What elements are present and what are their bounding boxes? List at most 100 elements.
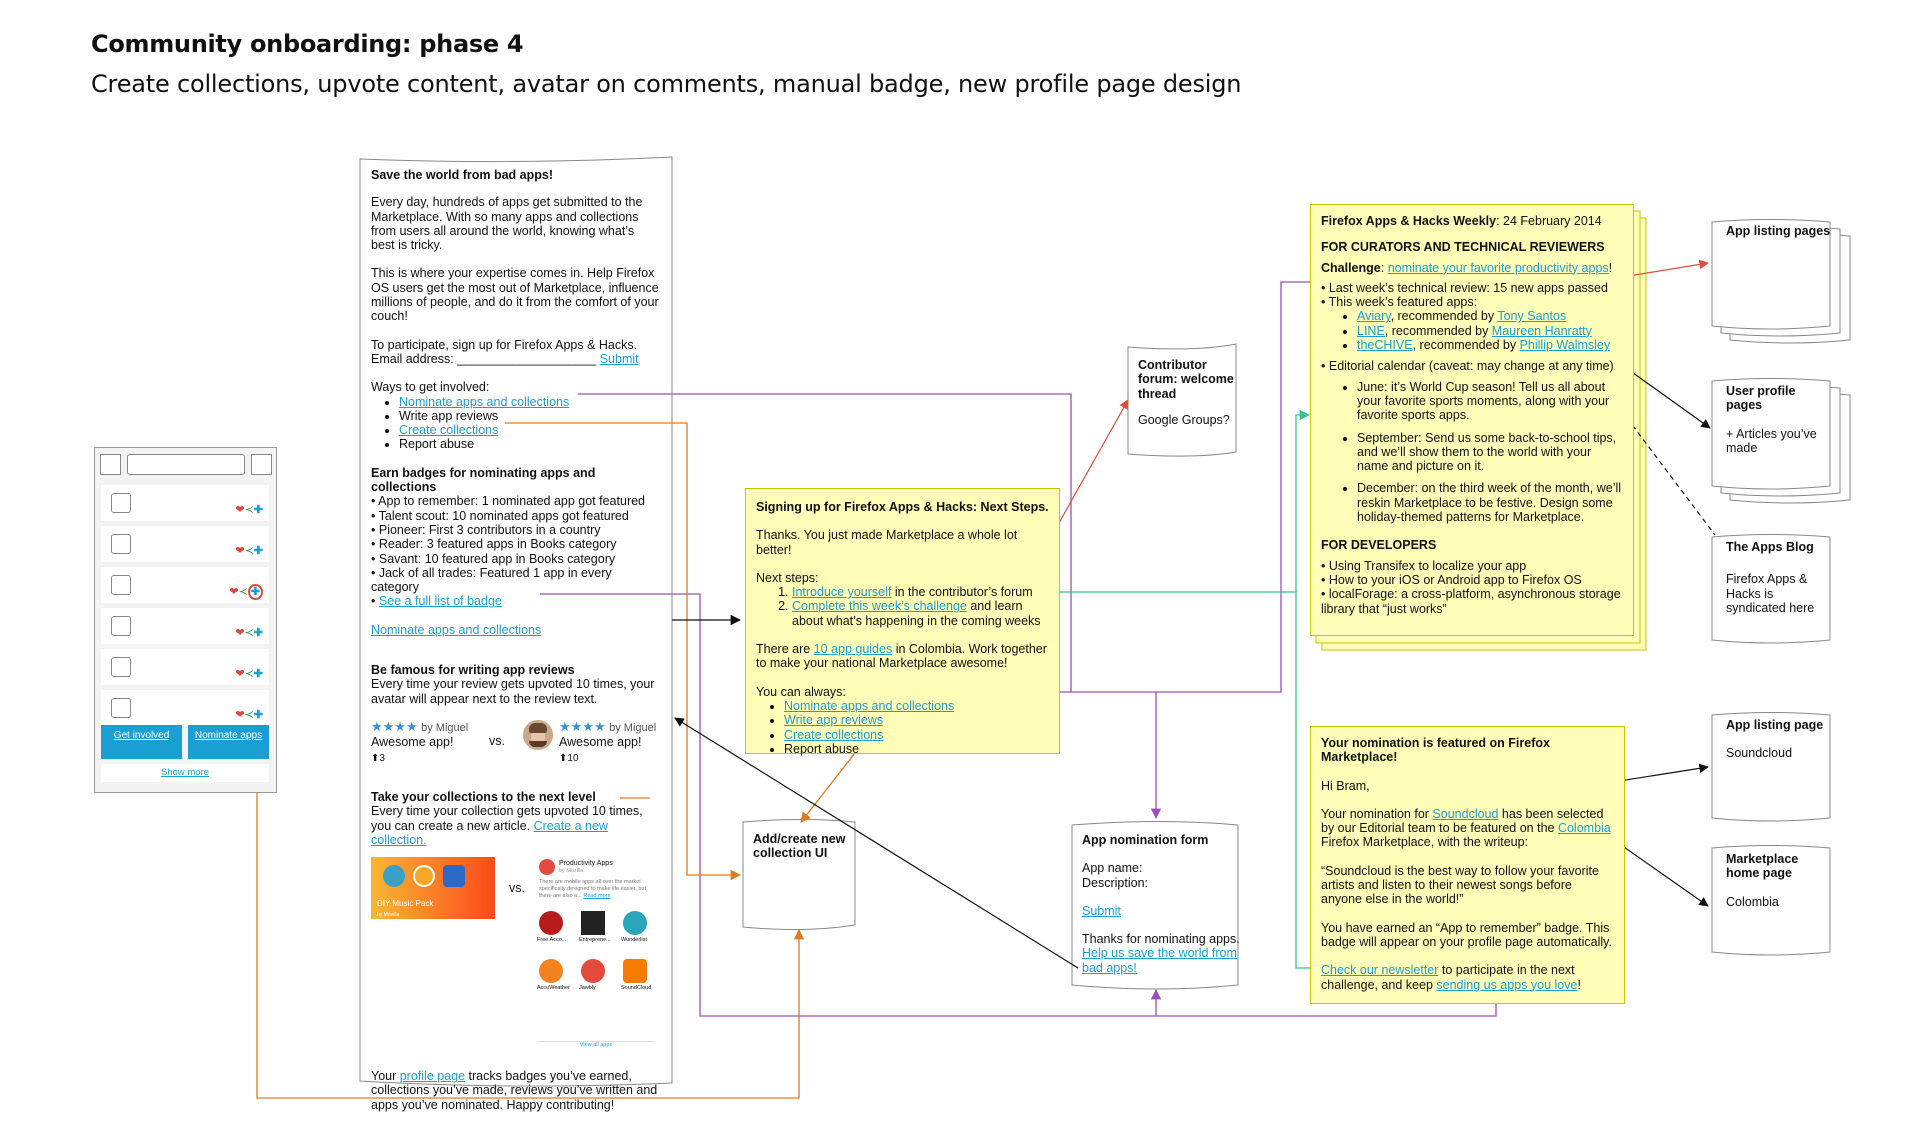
ways-heading: Ways to get involved: — [371, 380, 490, 395]
newsletter-link[interactable]: Check our newsletter — [1321, 963, 1439, 978]
show-more-link[interactable]: Show more — [160, 767, 210, 778]
app-listing-stack — [1711, 219, 1851, 344]
share-icon[interactable]: ≺ — [244, 545, 254, 557]
share-icon[interactable]: ≺ — [244, 709, 254, 721]
ways-nominate-link[interactable]: Nominate apps and collections — [399, 394, 570, 409]
weekly-list: Last week’s technical review: 15 new app… — [1321, 281, 1623, 310]
recommender-link[interactable]: Phillip Walmsley — [1519, 338, 1611, 353]
plus-icon-highlighted[interactable]: ✚ — [247, 584, 263, 600]
submit-link[interactable]: Submit — [599, 351, 639, 366]
upvote-count[interactable]: ⬆10 — [559, 752, 579, 764]
featured-app-link[interactable]: Aviary — [1357, 309, 1391, 324]
productivity-challenge-link[interactable]: nominate your favorite productivity apps — [1387, 260, 1609, 275]
featured-app-link[interactable]: theCHIVE — [1357, 338, 1413, 353]
list-item[interactable]: ❤≺✚ — [101, 485, 269, 521]
upvote-count[interactable]: ⬆3 — [371, 752, 385, 764]
app-icon[interactable] — [539, 911, 563, 936]
calendar-item: June: it’s World Cup season! Tell us all… — [1357, 380, 1623, 423]
signup-thanks: Thanks. You just made Marketplace a whol… — [756, 528, 1018, 557]
productivity-collection-card[interactable]: Productivity Apps by Mozilla There are m… — [537, 855, 655, 1056]
heart-icon[interactable]: ❤ — [235, 627, 245, 639]
heart-icon[interactable]: ❤ — [229, 586, 239, 598]
list-item[interactable]: ❤≺✚ — [101, 526, 269, 562]
create-collection-link[interactable]: Create a new collection. — [371, 818, 608, 847]
next-steps-label: Next steps: — [756, 570, 819, 585]
plus-icon[interactable]: ✚ — [253, 545, 263, 557]
app-listing-page-note: Soundcloud — [1726, 746, 1793, 761]
apps-blog-shape — [1711, 534, 1831, 644]
marketplace-home-title: Marketplace home page — [1726, 852, 1799, 881]
read-more-link[interactable]: Read more — [583, 893, 611, 900]
signup-heading: Signing up for Firefox Apps & Hacks: Nex… — [756, 500, 1049, 514]
app-name: Wunderlist — [621, 937, 647, 944]
phone-menu-button[interactable] — [100, 454, 121, 475]
review-author: by Miguel — [609, 721, 657, 734]
weekly-challenge-link[interactable]: Complete this week’s challenge — [792, 599, 967, 614]
share-icon[interactable]: ≺ — [238, 586, 248, 598]
list-item[interactable]: ❤≺✚ — [101, 608, 269, 644]
review-comparison: ★★★★ by Miguel Awesome app! ⬆3 vs. ★★★★ … — [371, 716, 661, 774]
colombia-link[interactable]: Colombia — [1557, 821, 1611, 836]
productivity-author: by Mozilla — [559, 868, 584, 875]
app-icon[interactable] — [623, 959, 647, 984]
introduce-yourself-link[interactable]: Introduce yourself — [792, 585, 892, 600]
nominate-apps-link[interactable]: Nominate apps and collections — [371, 622, 542, 637]
email-field[interactable]: ____________________ — [457, 351, 597, 366]
send-apps-link[interactable]: sending us apps you love — [1436, 977, 1578, 992]
signup-text: To participate, sign up for Firefox Apps… — [371, 337, 638, 352]
share-icon[interactable]: ≺ — [244, 627, 254, 639]
view-all-apps-link[interactable]: View all apps — [537, 1041, 655, 1049]
always-create-collections-link[interactable]: Create collections — [784, 727, 884, 742]
share-icon[interactable]: ≺ — [244, 504, 254, 516]
famous-text: Every time your review gets upvoted 10 t… — [371, 677, 655, 706]
plus-icon[interactable]: ✚ — [253, 668, 263, 680]
productivity-title: Productivity Apps — [559, 860, 613, 868]
connector-create-collections — [505, 422, 742, 881]
list-item[interactable]: ❤≺✚ — [101, 690, 269, 726]
phone-settings-button[interactable] — [251, 454, 272, 475]
nomination-submit-link[interactable]: Submit — [1082, 903, 1121, 918]
developers-list: Using Transifex to localize your app How… — [1321, 559, 1623, 616]
full-badge-list-link[interactable]: See a full list of badge — [378, 594, 502, 609]
badge-item: App to remember: 1 nominated app got fea… — [371, 494, 661, 508]
plus-icon[interactable]: ✚ — [253, 504, 263, 516]
app-icon[interactable] — [581, 911, 605, 936]
soundcloud-link[interactable]: Soundcloud — [1432, 806, 1499, 821]
plus-icon[interactable]: ✚ — [253, 627, 263, 639]
app-guides-link[interactable]: 10 app guides — [813, 642, 893, 657]
ways-write-reviews: Write app reviews — [399, 408, 499, 423]
heart-icon[interactable]: ❤ — [235, 668, 245, 680]
music-app-icon — [413, 865, 435, 888]
connector-signup-nominate — [960, 281, 1316, 693]
nominate-apps-button[interactable]: Nominate apps — [188, 725, 269, 759]
row-actions: ❤≺✚ — [235, 708, 263, 721]
nomination-form-title: App nomination form — [1082, 833, 1209, 847]
profile-paragraph: Your profile page tracks badges you’ve e… — [371, 1069, 658, 1112]
profile-page-link[interactable]: profile page — [399, 1069, 466, 1084]
always-write-reviews-link[interactable]: Write app reviews — [784, 713, 884, 728]
list-item[interactable]: ❤≺✚ — [101, 567, 269, 603]
get-involved-button[interactable]: Get involved — [101, 725, 182, 759]
featured-app-link[interactable]: LINE — [1357, 323, 1385, 338]
ways-create-collections-link[interactable]: Create collections — [399, 423, 499, 438]
forum-page: Contributor forum: welcome thread Google… — [1130, 352, 1250, 433]
app-icon[interactable] — [581, 959, 605, 984]
heart-icon[interactable]: ❤ — [235, 709, 245, 721]
heart-icon[interactable]: ❤ — [235, 545, 245, 557]
plus-icon[interactable]: ✚ — [253, 709, 263, 721]
always-nominate-link[interactable]: Nominate apps and collections — [784, 698, 955, 713]
recommender-link[interactable]: Maureen Hanratty — [1491, 323, 1592, 338]
save-world-link[interactable]: Help us save the world from bad apps! — [1082, 946, 1237, 975]
curators-heading: FOR CURATORS AND TECHNICAL REVIEWERS — [1321, 240, 1605, 255]
signup-next-steps-note: Signing up for Firefox Apps & Hacks: Nex… — [745, 488, 1060, 756]
list-item[interactable]: ❤≺✚ — [101, 649, 269, 685]
phone-search-input[interactable] — [127, 454, 245, 475]
app-icon[interactable] — [623, 911, 647, 936]
app-icon[interactable] — [539, 959, 563, 984]
heart-icon[interactable]: ❤ — [235, 504, 245, 516]
music-pack-card[interactable]: DIY Music Pack by Mozilla — [371, 857, 495, 920]
recommender-link[interactable]: Tony Santos — [1497, 309, 1567, 324]
app-listing-page-title: App listing page — [1726, 718, 1824, 732]
share-icon[interactable]: ≺ — [244, 668, 254, 680]
user-profile-stack — [1711, 378, 1851, 504]
